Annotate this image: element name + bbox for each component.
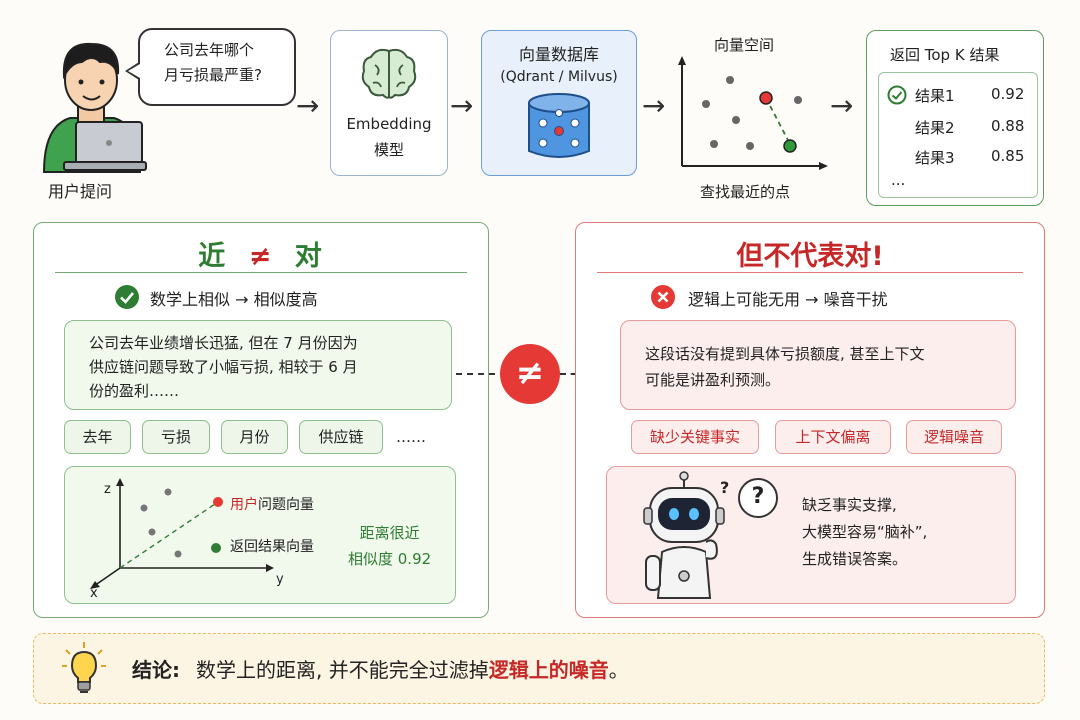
- passage-line-2: 供应链问题导致了小幅亏损, 相较于 6 月: [89, 358, 358, 376]
- left-subtitle: 数学上相似 → 相似度高: [150, 290, 318, 309]
- check-circle-icon: [887, 85, 907, 105]
- robot-text-line-3: 生成错误答案。: [802, 550, 908, 568]
- result-label: 结果2: [915, 119, 955, 137]
- axis-x-label: x: [90, 586, 98, 601]
- legend-user-vector: 用户问题向量: [230, 494, 314, 514]
- vdb-subtitle: (Qdrant / Milvus): [500, 69, 618, 85]
- not-equal-symbol: ≠: [248, 241, 272, 272]
- arrow-right-icon: →: [830, 89, 854, 122]
- dashed-connector-left: [456, 373, 506, 375]
- conclusion-label: 结论:: [132, 658, 180, 682]
- result-row-2: 结果2 0.88: [879, 113, 1037, 143]
- keyword-tag: 月份: [221, 420, 288, 454]
- not-equal-badge: ≠: [500, 344, 560, 404]
- result-score: 0.92: [991, 85, 1025, 103]
- conclusion-bar: [33, 633, 1045, 704]
- question-line-2: 月亏损最严重?: [164, 66, 262, 84]
- title-near: 近: [198, 241, 226, 272]
- result-label: 结果1: [915, 87, 955, 105]
- arrow-right-icon: →: [642, 89, 666, 122]
- check-circle-icon: [115, 285, 139, 309]
- critique-line-1: 这段话没有提到具体亏损额度, 甚至上下文: [645, 345, 925, 363]
- legend-user-rest: 问题向量: [258, 497, 314, 513]
- result-score: 0.85: [991, 147, 1025, 165]
- conclusion-text: 结论: 数学上的距离, 并不能完全过滤掉逻辑上的噪音。: [132, 654, 629, 683]
- topk-title: 返回 Top K 结果: [890, 46, 1000, 64]
- result-label: 结果3: [915, 149, 955, 167]
- small-question-mark: ?: [720, 478, 730, 497]
- embedding-model-box: Embedding 模型: [330, 30, 448, 176]
- right-panel-title: 但不代表对!: [736, 241, 884, 272]
- database-icon: [528, 93, 590, 158]
- distance-note-line-1: 距离很近: [359, 524, 420, 542]
- axis-z-label: z: [104, 482, 111, 497]
- right-subtitle: 逻辑上可能无用 → 噪音干扰: [688, 290, 888, 309]
- critique-passage: 这段话没有提到具体亏损额度, 甚至上下文 可能是讲盈利预测。: [620, 320, 1016, 410]
- robot-text-line-2: 大模型容易“脑补”,: [802, 523, 928, 541]
- axis-y-label: y: [276, 572, 284, 587]
- critique-line-2: 可能是讲盈利预测。: [645, 371, 781, 389]
- problem-tag: 上下文偏离: [775, 420, 891, 454]
- problem-tag: 逻辑噪音: [906, 420, 1002, 454]
- confused-robot-illustration: [643, 471, 725, 599]
- topk-results-list: 结果1 0.92 结果2 0.88 结果3 0.85 ...: [878, 72, 1038, 198]
- question-line-1: 公司去年哪个: [164, 41, 255, 59]
- brain-icon: [361, 48, 417, 99]
- keyword-tag: 去年: [64, 420, 131, 454]
- arrow-right-icon: →: [450, 89, 474, 122]
- user-label: 用户提问: [48, 182, 113, 201]
- result-row-1: 结果1 0.92: [879, 81, 1037, 111]
- passage-line-3: 份的盈利……: [89, 382, 180, 400]
- distance-note-line-2: 相似度 0.92: [348, 550, 432, 568]
- problem-tag: 缺少关键事实: [631, 420, 759, 454]
- keywords-more: ……: [396, 428, 426, 446]
- right-title-underline: [597, 272, 1023, 273]
- conclusion-main: 数学上的距离, 并不能完全过滤掉: [196, 658, 489, 682]
- 3d-vector-plot: [90, 478, 274, 589]
- result-row-3: 结果3 0.85: [879, 143, 1037, 173]
- vector-space-plot: [678, 56, 828, 170]
- passage-line-1: 公司去年业绩增长迅猛, 但在 7 月份因为: [89, 334, 358, 352]
- results-more: ...: [891, 171, 906, 189]
- cross-circle-icon: [651, 285, 675, 309]
- embedding-label-1: Embedding: [346, 115, 432, 133]
- vdb-title: 向量数据库: [518, 45, 599, 64]
- embedding-label-2: 模型: [373, 141, 404, 159]
- left-title-underline: [55, 272, 467, 273]
- user-question-bubble: 公司去年哪个 月亏损最严重?: [138, 28, 296, 106]
- lightbulb-icon: [62, 642, 106, 693]
- legend-user-red: 用户: [230, 497, 258, 513]
- vector-space-caption: 查找最近的点: [700, 183, 791, 201]
- question-bubble-icon: ?: [738, 478, 778, 518]
- user-with-laptop-illustration: [42, 42, 147, 173]
- similarity-plot-box: [64, 466, 456, 604]
- title-correct: 对: [294, 241, 322, 272]
- left-panel-title: 近 ≠ 对: [180, 234, 340, 273]
- distance-note: 距离很近 相似度 0.92: [348, 520, 431, 572]
- legend-result-vector: 返回结果向量: [230, 539, 314, 555]
- arrow-right-icon: →: [296, 89, 320, 122]
- conclusion-highlight: 逻辑上的噪音: [488, 658, 609, 682]
- result-score: 0.88: [991, 117, 1025, 135]
- vector-database-box: 向量数据库 (Qdrant / Milvus): [481, 30, 637, 176]
- robot-explanation: 缺乏事实支撑, 大模型容易“脑补”, 生成错误答案。: [802, 492, 927, 573]
- keyword-tag: 供应链: [299, 420, 383, 454]
- robot-text-line-1: 缺乏事实支撑,: [802, 496, 897, 514]
- keyword-tag: 亏损: [142, 420, 210, 454]
- conclusion-end: 。: [608, 658, 629, 682]
- vector-space-title: 向量空间: [714, 36, 775, 54]
- speech-bubble-tail-inner: [128, 64, 140, 78]
- retrieved-passage: 公司去年业绩增长迅猛, 但在 7 月份因为 供应链问题导致了小幅亏损, 相较于 …: [64, 320, 452, 410]
